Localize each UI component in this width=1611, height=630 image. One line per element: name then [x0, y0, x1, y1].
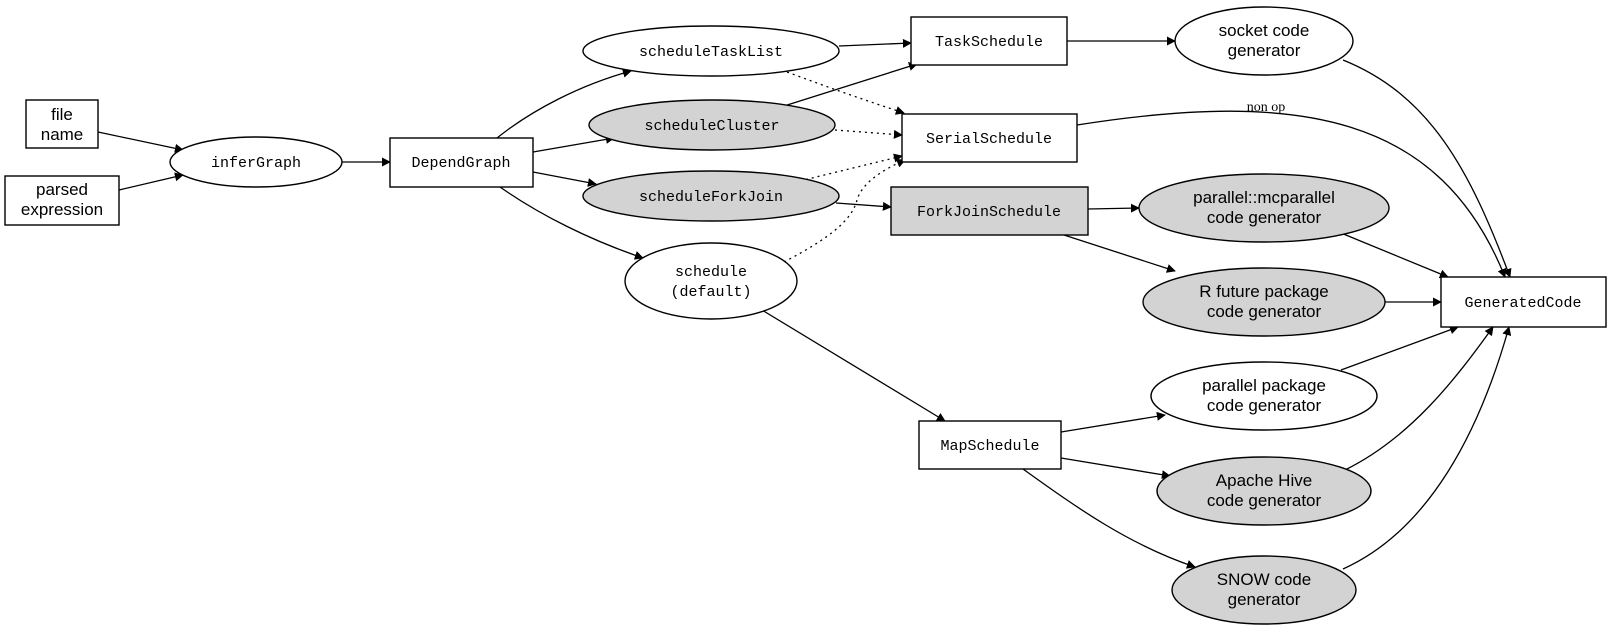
node-schedulecluster-label: scheduleCluster — [644, 118, 779, 135]
edge-label-non-op: non op — [1247, 100, 1286, 115]
edge-parsedexpr-infergraph — [118, 172, 184, 191]
node-future-codegen-line2: code generator — [1207, 302, 1322, 321]
edge-mapschedule-parallelcodegen — [1060, 411, 1166, 433]
node-parallel-codegen[interactable]: parallel package code generator — [1150, 361, 1378, 431]
node-socket-codegen[interactable]: socket code generator — [1174, 6, 1354, 76]
edge-mcparallel-generatedcode — [1340, 232, 1449, 279]
node-dependgraph-label: DependGraph — [411, 155, 510, 172]
edge-snowcodegen-generatedcode — [1342, 326, 1512, 570]
node-mcparallel-codegen-line1: parallel::mcparallel — [1193, 188, 1335, 207]
node-hive-codegen-line2: code generator — [1207, 491, 1322, 510]
node-parallel-codegen-line1: parallel package — [1202, 376, 1326, 395]
node-taskschedule[interactable]: TaskSchedule — [910, 16, 1068, 66]
node-mcparallel-codegen-line2: code generator — [1207, 208, 1322, 227]
node-schedule-default-line2: (default) — [670, 284, 751, 301]
node-socket-codegen-line2: generator — [1228, 41, 1301, 60]
node-forkjoinschedule[interactable]: ForkJoinSchedule — [890, 186, 1089, 236]
node-parsed-expression-line1: parsed — [36, 180, 88, 199]
node-parsed-expression[interactable]: parsed expression — [4, 175, 120, 226]
node-serialschedule[interactable]: SerialSchedule — [901, 113, 1078, 163]
node-snow-codegen-line1: SNOW code — [1217, 570, 1311, 589]
node-infergraph-label: inferGraph — [211, 155, 301, 172]
edges: non op — [97, 36, 1512, 570]
edge-socketcodegen-generatedcode — [1342, 59, 1512, 278]
node-serialschedule-label: SerialSchedule — [926, 131, 1052, 148]
node-parallel-codegen-line2: code generator — [1207, 396, 1322, 415]
node-hive-codegen[interactable]: Apache Hive code generator — [1156, 456, 1372, 526]
node-generatedcode[interactable]: GeneratedCode — [1440, 276, 1607, 328]
node-schedule-default-line1: schedule — [675, 264, 747, 281]
node-scheduleforkjoin-label: scheduleForkJoin — [639, 189, 783, 206]
node-snow-codegen-line2: generator — [1228, 590, 1301, 609]
node-generatedcode-label: GeneratedCode — [1464, 295, 1581, 312]
node-scheduletasklist-label: scheduleTaskList — [639, 44, 783, 61]
edge-scheduletasklist-serialschedule — [786, 71, 905, 115]
edge-schedulecluster-serialschedule — [834, 129, 903, 139]
node-mcparallel-codegen[interactable]: parallel::mcparallel code generator — [1138, 173, 1390, 243]
edge-schedulecluster-taskschedule — [783, 62, 918, 107]
node-infergraph[interactable]: inferGraph — [169, 136, 343, 188]
edge-schedule-default-serialschedule — [783, 159, 906, 263]
edge-dependgraph-scheduleforkjoin — [532, 171, 597, 187]
edge-scheduleforkjoin-serialschedule — [799, 153, 903, 182]
node-dependgraph[interactable]: DependGraph — [389, 137, 534, 188]
node-snow-codegen[interactable]: SNOW code generator — [1171, 555, 1357, 625]
node-schedulecluster[interactable]: scheduleCluster — [588, 99, 836, 151]
node-schedule-default[interactable]: schedule (default) — [624, 242, 798, 320]
node-hive-codegen-line1: Apache Hive — [1216, 471, 1312, 490]
node-scheduleforkjoin[interactable]: scheduleForkJoin — [582, 170, 840, 222]
node-file-name[interactable]: file name — [25, 99, 99, 149]
node-taskschedule-label: TaskSchedule — [935, 34, 1043, 51]
edge-forkjoinschedule-mcparallel — [1087, 203, 1140, 213]
node-scheduletasklist[interactable]: scheduleTaskList — [582, 25, 840, 77]
edge-dependgraph-schedulecluster — [532, 134, 615, 153]
node-future-codegen[interactable]: R future package code generator — [1142, 267, 1386, 337]
node-file-name-line1: file — [51, 105, 73, 124]
edge-schedule-default-mapschedule — [761, 309, 946, 422]
edge-scheduleforkjoin-forkjoinschedule — [835, 201, 892, 211]
edge-mapschedule-hivecodegen — [1060, 457, 1171, 480]
edge-parallelcodegen-generatedcode — [1340, 325, 1459, 371]
edge-dependgraph-scheduletasklist — [496, 68, 632, 139]
edge-serialschedule-generatedcode — [1076, 110, 1507, 278]
node-mapschedule-label: MapSchedule — [940, 438, 1039, 455]
node-file-name-line2: name — [41, 125, 84, 144]
edge-hivecodegen-generatedcode — [1344, 326, 1494, 471]
edge-scheduletasklist-taskschedule — [838, 38, 912, 48]
edge-dependgraph-schedule-default — [499, 186, 644, 260]
node-mapschedule[interactable]: MapSchedule — [918, 420, 1062, 470]
node-future-codegen-line1: R future package — [1199, 282, 1328, 301]
edge-forkjoinschedule-futurecodegen — [1063, 234, 1176, 273]
edge-mapschedule-snowcodegen — [1022, 468, 1196, 569]
node-parsed-expression-line2: expression — [21, 200, 103, 219]
node-forkjoinschedule-label: ForkJoinSchedule — [917, 204, 1061, 221]
edge-filename-infergraph — [97, 131, 184, 153]
node-socket-codegen-line1: socket code — [1219, 21, 1310, 40]
